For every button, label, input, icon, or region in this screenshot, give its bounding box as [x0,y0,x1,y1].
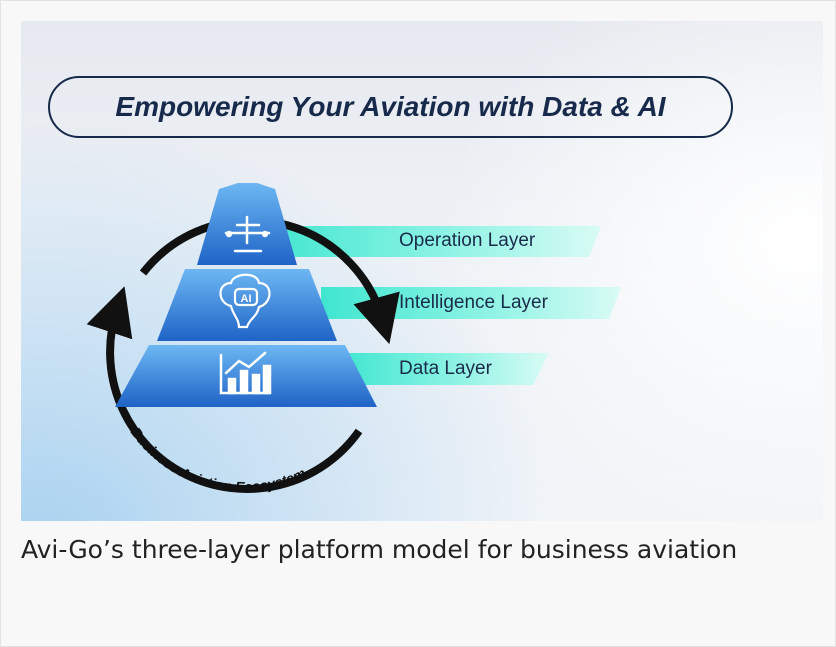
bar-chart-icon [219,351,272,395]
ai-brain-icon: AI [219,273,271,329]
operation-band [261,226,601,257]
pyramid-diagram: AI Business Aviation Ecosystem [86,183,621,495]
cycle-arrow-bottom [86,286,363,493]
intelligence-layer-label: Intelligence Layer [399,292,548,313]
diagram-image: AI Business Aviation Ecosystem Empowerin… [21,21,823,521]
ai-icon-text: AI [241,293,252,305]
title-pill: Empowering Your Aviation with Data & AI [48,76,733,138]
airplane-icon [224,215,271,253]
figure-caption: Avi-Go’s three-layer platform model for … [21,535,738,564]
data-layer-label: Data Layer [399,358,492,379]
diagram-title: Empowering Your Aviation with Data & AI [115,91,666,122]
operation-layer-label: Operation Layer [399,230,536,251]
ecosystem-label: Business Aviation Ecosystem [128,424,308,495]
data-band [341,353,549,385]
